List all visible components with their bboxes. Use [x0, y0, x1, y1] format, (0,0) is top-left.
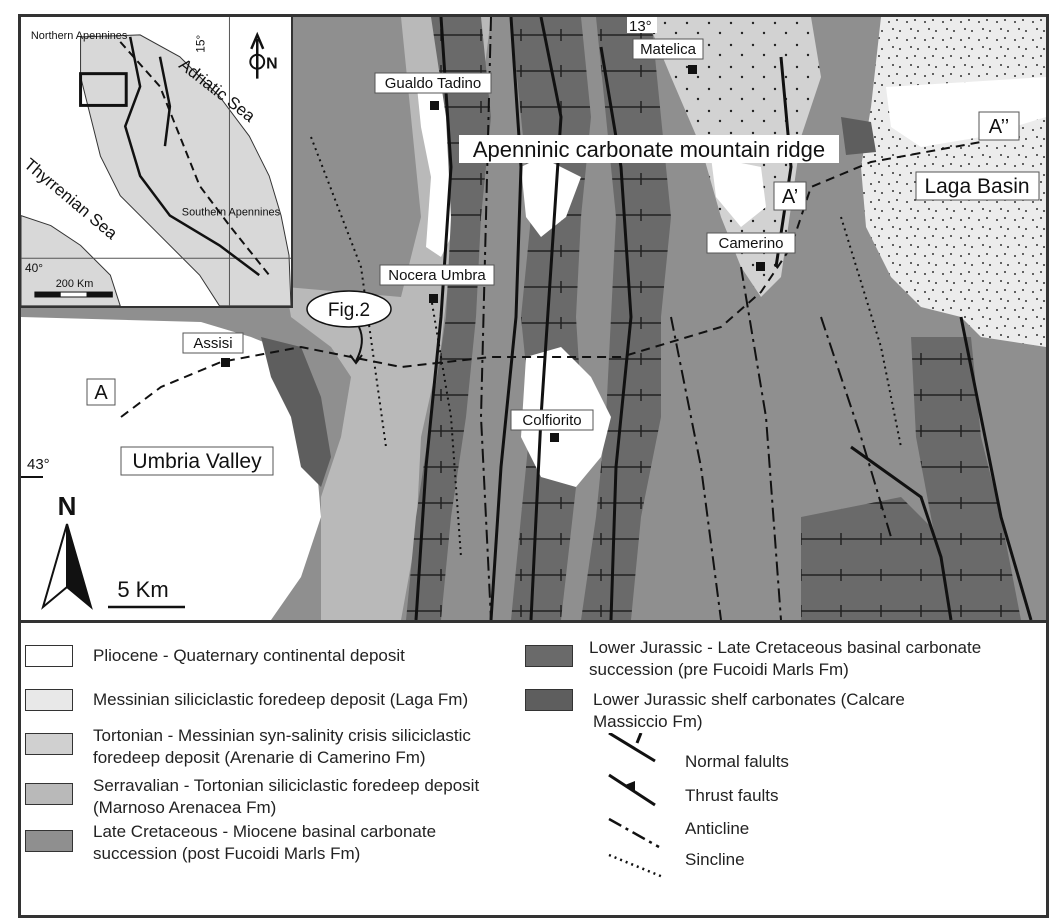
location-inset: Northern Apennines Adriatic Sea Thyrreni…	[21, 17, 293, 308]
fig2-arrow	[355, 326, 363, 362]
map-figure: Fig.2 Gualdo Tadino Matelica Nocera Umbr…	[18, 14, 1049, 918]
town-matelica: Matelica	[640, 41, 697, 58]
inset-dashed	[119, 41, 270, 276]
town-gualdo-tadino: Gualdo Tadino	[385, 75, 481, 92]
anticline-symbol	[608, 817, 660, 849]
section-a-prime: A’	[782, 186, 798, 208]
legend-swatch-marnoso	[25, 783, 73, 805]
cross-section-trace	[120, 141, 982, 418]
legend-swatch-continental	[25, 645, 73, 667]
legend-label-syncline: Sincline	[685, 850, 745, 869]
legend-label-pre-fucoidi: Lower Jurassic - Late Cretaceous basinal…	[589, 638, 982, 679]
normal-fault-symbol	[608, 733, 656, 763]
town-assisi: Assisi	[193, 335, 232, 352]
syncline-symbol	[608, 853, 664, 879]
inset-lon-15: 15°	[194, 35, 208, 53]
map-legend-divider	[21, 620, 1046, 623]
inset-thrusts	[123, 36, 260, 277]
north-arrow-icon-dark	[66, 523, 93, 610]
legend-swatch-camerino	[25, 733, 73, 755]
legend-swatch-pre-fucoidi	[525, 645, 573, 667]
region-ridge: Apenninic carbonate mountain ridge	[473, 137, 825, 162]
lat-43-label: 43°	[27, 456, 50, 473]
legend-swatch-post-fucoidi	[25, 830, 73, 852]
legend-label-continental: Pliocene - Quaternary continental deposi…	[93, 646, 405, 665]
town-camerino: Camerino	[718, 235, 783, 252]
legend-label-post-fucoidi: Late Cretaceous - Miocene basinal carbon…	[93, 822, 437, 863]
fig2-arrowhead	[349, 354, 363, 365]
legend-swatch-laga	[25, 689, 73, 711]
section-a-double-prime: A’’	[989, 116, 1009, 138]
legend-label-normal-faults: Normal falults	[685, 752, 789, 771]
town-nocera-umbra: Nocera Umbra	[388, 267, 486, 284]
region-umbria-valley: Umbria Valley	[132, 450, 262, 473]
unit-continental-ridge-2	[711, 157, 766, 227]
inset-lat-40: 40°	[25, 261, 43, 275]
unit-basinal-strip-5	[801, 497, 951, 620]
lon-13-label: 13°	[629, 18, 652, 35]
inset-north-arrow-icon	[250, 31, 265, 79]
inset-scale-label: 200 Km	[56, 278, 94, 290]
town-colfiorito: Colfiorito	[522, 412, 581, 429]
legend-symbols	[608, 733, 664, 879]
unit-continental-ne	[886, 77, 1046, 147]
legend-label-anticline: Anticline	[685, 819, 750, 838]
legend-swatch-calcare-massiccio	[525, 689, 573, 711]
map-canvas: Fig.2 Gualdo Tadino Matelica Nocera Umbr…	[21, 17, 1046, 620]
synclines	[310, 136, 902, 558]
thrust-faults	[414, 17, 1033, 620]
anticlines	[479, 17, 892, 620]
legend-label-thrust-faults: Thrust faults	[685, 786, 779, 805]
fig2-label: Fig.2	[328, 300, 370, 321]
legend-label-calcare-massiccio: Lower Jurassic shelf carbonates (Calcare…	[593, 690, 905, 731]
legend-label-marnoso: Serravalian - Tortonian siliciclastic fo…	[93, 776, 480, 817]
inset-northern-apennines: Northern Apennines	[31, 30, 128, 42]
legend-label-camerino: Tortonian - Messinian syn-salinity crisi…	[93, 726, 471, 767]
scale-label: 5 Km	[117, 577, 168, 602]
inset-north-label: N	[266, 56, 277, 73]
unit-calcare-massiccio-2	[841, 117, 876, 155]
unit-calcare-massiccio-1	[261, 337, 331, 487]
unit-basinal-strip-3	[581, 17, 671, 620]
legend-label-laga: Messinian siliciclastic foredeep deposit…	[93, 690, 469, 709]
inset-land-south	[21, 215, 121, 306]
region-laga-basin: Laga Basin	[924, 175, 1029, 198]
town-markers	[221, 65, 765, 442]
inset-southern-apennines: Southern Apennines	[182, 207, 281, 219]
north-label: N	[58, 491, 77, 521]
fig2-callout	[306, 290, 392, 328]
inset-study-area-box	[79, 72, 128, 107]
unit-continental-ridge	[521, 157, 581, 237]
section-a: A	[94, 382, 108, 404]
geologic-map: Fig.2 Gualdo Tadino Matelica Nocera Umbr…	[21, 17, 1046, 620]
